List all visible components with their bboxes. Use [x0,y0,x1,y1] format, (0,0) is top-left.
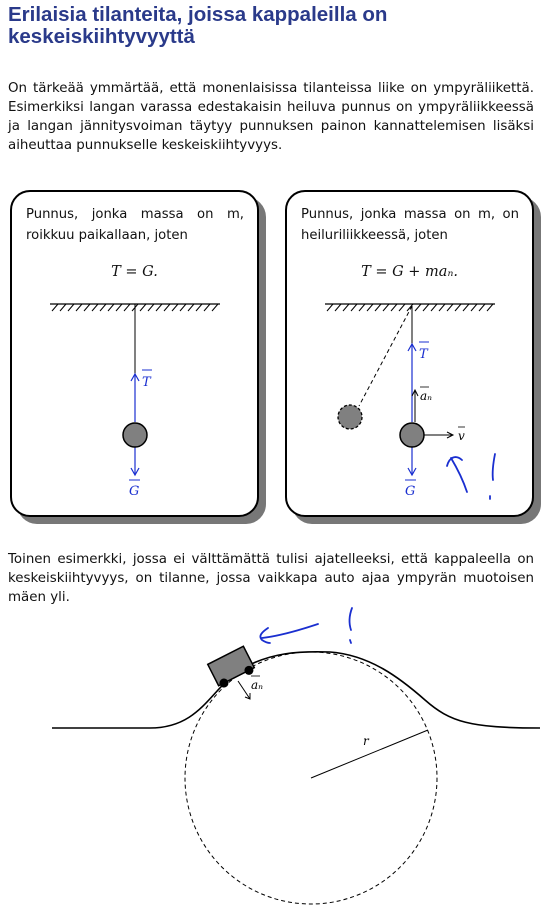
pendulum-card: Punnus, jonka massa on m, on heiluriliik… [285,190,534,517]
handwritten-annotation [446,453,496,500]
hanging-mass-formula: T = G. [111,264,158,280]
tension-label: T [142,375,152,390]
tension-vector [130,372,140,422]
pendulum-diagram: T aₙ v G [325,303,496,500]
hill-circle [184,651,438,905]
intro-paragraph: On tärkeää ymmärtää, että monenlaisissa … [8,81,534,153]
hanging-mass-card: Punnus, jonka massa on m, roikkuu paikal… [10,190,259,517]
weight-label: G [405,484,415,499]
acceleration-vector [237,680,251,700]
pendulum-text: Punnus, jonka massa on m, on heiluriliik… [301,207,519,243]
acceleration-label: aₙ [420,389,432,403]
mass-ball [399,422,425,448]
tension-vector [407,342,417,422]
radius-line [310,729,429,779]
page-title: Erilaisia tilanteita, joissa kappaleilla… [8,3,388,48]
tension-label: T [419,347,429,362]
hanging-mass-diagram: T G [50,303,220,499]
swing-position-ball [337,404,363,430]
pendulum-formula: T = G + maₙ. [361,264,458,280]
hanging-mass-text: Punnus, jonka massa on m, roikkuu paikal… [26,207,244,243]
acceleration-label: aₙ [251,678,263,692]
mass-ball [122,422,148,448]
dashed-string [358,305,413,407]
car [206,645,256,688]
second-paragraph: Toinen esimerkki, jossa ei välttämättä t… [8,552,534,605]
handwritten-arrow [259,607,353,644]
acceleration-vector [411,388,419,422]
weight-label: G [129,484,139,499]
road [52,650,541,729]
radius-label: r [363,734,370,748]
ceiling-hatch [51,303,219,312]
ceiling-hatch [326,303,494,312]
velocity-label: v [458,429,465,443]
